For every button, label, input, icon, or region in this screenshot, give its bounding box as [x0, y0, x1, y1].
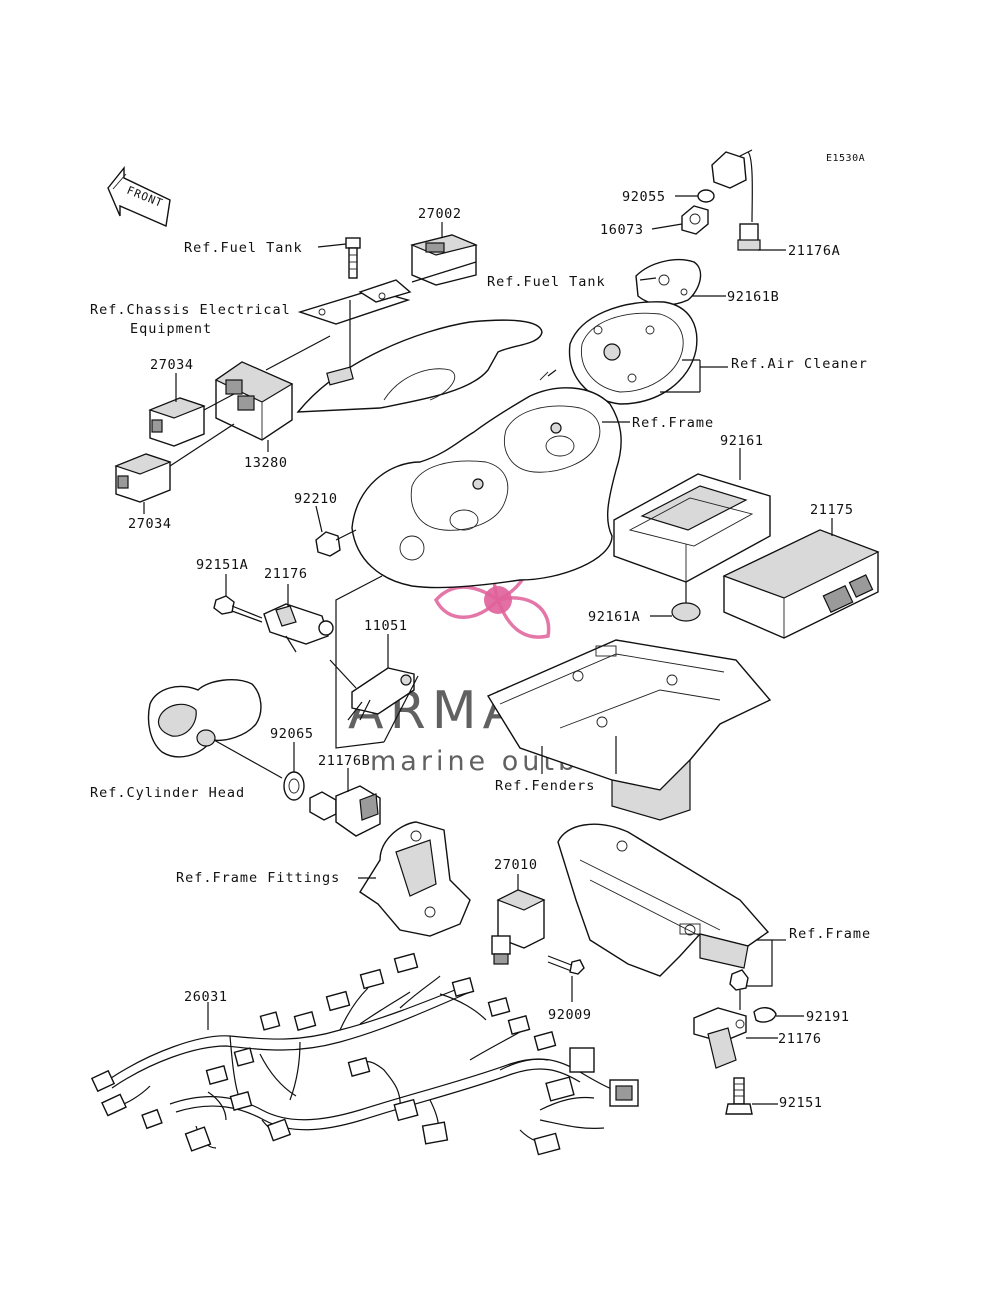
gasket-92161B-part: [635, 259, 702, 306]
cylinder-head-part: [147, 679, 262, 758]
ref-chassis-electrical-2: Equipment: [130, 321, 212, 337]
grommet-92210-part: [315, 531, 341, 557]
label-27010: 27010: [494, 857, 538, 873]
rear-fender-part: [486, 639, 772, 821]
label-21176B: 21176B: [318, 753, 370, 769]
ref-frame-top: Ref.Frame: [632, 415, 714, 431]
label-21176-right: 21176: [778, 1031, 822, 1047]
frame-center-part: [351, 371, 622, 589]
ref-fenders: Ref.Fenders: [495, 778, 595, 794]
label-92009: 92009: [548, 1007, 592, 1023]
label-26031: 26031: [184, 989, 228, 1005]
label-92065: 92065: [270, 726, 314, 742]
clip-92191-part: [753, 1007, 777, 1023]
ref-frame-fittings: Ref.Frame Fittings: [176, 870, 340, 886]
connector-13280-part: [214, 361, 294, 441]
label-16073: 16073: [600, 222, 644, 238]
connector-27034-top-part: [148, 397, 206, 447]
label-21176A: 21176A: [788, 243, 840, 259]
o-ring-92055-part: [697, 189, 715, 203]
nut-16073-part: [681, 205, 709, 235]
bolt-92151A-icon: [213, 595, 263, 623]
ecu-tray-92161-part: [613, 473, 771, 583]
label-92161A: 92161A: [588, 609, 640, 625]
ref-cylinder-head: Ref.Cylinder Head: [90, 785, 245, 801]
fuel-level-sensor-part: [711, 149, 761, 251]
bracket-part: [297, 279, 412, 325]
bolt-92151-icon: [725, 1077, 753, 1115]
ecu-21175-part: [722, 529, 880, 639]
connector-27034-bottom-part: [114, 453, 172, 503]
ref-air-cleaner: Ref.Air Cleaner: [731, 356, 868, 372]
ref-chassis-electrical-1: Ref.Chassis Electrical: [90, 302, 291, 318]
label-92151: 92151: [779, 1095, 823, 1111]
label-92191: 92191: [806, 1009, 850, 1025]
relay-27002-part: [410, 234, 478, 286]
ref-frame-bottom: Ref.Frame: [789, 926, 871, 942]
wiring-harness-part: [90, 952, 639, 1156]
temp-sensor-21176B-part: [309, 785, 381, 837]
bolt-92009-icon: [547, 955, 585, 975]
label-92055: 92055: [622, 189, 666, 205]
front-arrow-icon: FRONT: [107, 166, 171, 228]
label-92210: 92210: [294, 491, 338, 507]
pad-92161A-part: [671, 602, 701, 622]
label-27002: 27002: [418, 206, 462, 222]
sensor-21176-left-part: [263, 603, 334, 653]
washer-92065-part: [283, 771, 305, 801]
label-92151A: 92151A: [196, 557, 248, 573]
frame-fitting-part: [359, 821, 471, 937]
bolt-icon: [345, 237, 361, 279]
label-92161B: 92161B: [727, 289, 779, 305]
frame-lower-part: [557, 823, 770, 977]
label-27034-top: 27034: [150, 357, 194, 373]
diagram-code: E1530A: [826, 153, 865, 164]
label-92161: 92161: [720, 433, 764, 449]
fuel-tank-front-outline: [296, 319, 543, 413]
bolt-small-icon: [729, 969, 749, 1010]
label-21175: 21175: [810, 502, 854, 518]
ref-fuel-tank-left: Ref.Fuel Tank: [184, 240, 303, 256]
air-cleaner-part: [568, 301, 698, 405]
label-21176-left: 21176: [264, 566, 308, 582]
ref-fuel-tank-right: Ref.Fuel Tank: [487, 274, 606, 290]
sensor-21176-right-part: [693, 1007, 747, 1069]
label-13280: 13280: [244, 455, 288, 471]
relay-27010-part: [491, 889, 546, 965]
label-27034-bottom: 27034: [128, 516, 172, 532]
label-11051: 11051: [364, 618, 408, 634]
